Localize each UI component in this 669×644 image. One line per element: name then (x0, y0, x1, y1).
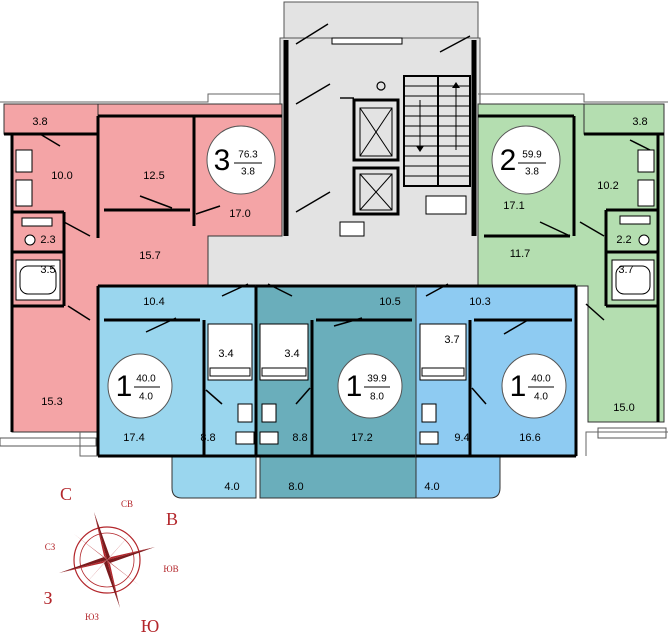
stove-icon (637, 149, 655, 173)
stove-icon (15, 149, 33, 173)
kitchen-sink-icon (15, 179, 33, 207)
apt1a-balcony: 4.0 (139, 392, 153, 403)
kitchen-sink-icon (419, 431, 439, 445)
apt1a-rooms: 1 (116, 370, 133, 403)
room-area: 8.0 (288, 481, 303, 493)
bathtub-icon (15, 259, 61, 301)
room-area: 3.8 (632, 116, 647, 128)
kitchen-sink-icon (637, 179, 655, 207)
apt1a-area: 40.0 (136, 374, 156, 385)
apartment-2-room[interactable]: 2 59.9 3.8 17.1 3.8 10.2 11.7 2.2 3.7 15… (477, 103, 667, 439)
compass-southwest: ЮЗ (85, 612, 99, 622)
room-area: 3.4 (284, 348, 299, 360)
room-area: 10.0 (51, 170, 72, 182)
compass-southeast: ЮВ (163, 564, 178, 574)
compass-rose: С Ю В З СВ СЗ ЮВ ЮЗ (43, 484, 178, 636)
compass-south: Ю (141, 616, 160, 636)
apartment-1-room-right[interactable]: 1 40.0 4.0 10.3 3.7 9.4 16.6 4.0 (415, 283, 578, 499)
room-area: 2.2 (616, 234, 631, 246)
room-area: 3.8 (32, 116, 47, 128)
toilet-icon (638, 234, 650, 246)
stove-icon (421, 403, 437, 423)
apt3-rooms: 3 (214, 144, 231, 177)
room-area: 3.7 (444, 334, 459, 346)
compass-northeast: СВ (121, 499, 133, 509)
bathroom-fixtures-icon (259, 323, 309, 381)
sink-icon (619, 215, 651, 225)
apt1c-rooms: 1 (510, 370, 527, 403)
room-area: 15.3 (41, 396, 62, 408)
room-area: 15.0 (613, 402, 634, 414)
room-area: 10.2 (597, 180, 618, 192)
compass-north: С (60, 484, 72, 504)
apt2-area: 59.9 (522, 150, 542, 161)
elevator-shaft-upper (352, 98, 400, 162)
room-area: 11.7 (510, 248, 531, 260)
room-area: 17.4 (123, 432, 144, 444)
room-area: 8.8 (200, 432, 215, 444)
hydrant-icon (376, 81, 386, 91)
room-area: 17.2 (351, 432, 372, 444)
room-area: 10.4 (143, 296, 164, 308)
kitchen-sink-icon (259, 431, 279, 445)
compass-west: З (43, 588, 52, 608)
elevator-shaft-lower (352, 166, 400, 216)
room-area: 17.1 (503, 200, 524, 212)
room-area: 12.5 (143, 170, 164, 182)
room-area: 15.7 (139, 250, 160, 262)
apt3-balcony: 3.8 (241, 167, 255, 178)
room-area: 8.8 (292, 432, 307, 444)
apartment-1-room-middle[interactable]: 1 39.9 8.0 3.4 10.5 8.8 17.2 8.0 (254, 283, 417, 499)
room-area: 2.3 (40, 234, 55, 246)
room-area: 4.0 (424, 481, 439, 493)
room-area: 3.4 (218, 348, 233, 360)
apt1c-balcony: 4.0 (534, 392, 548, 403)
apt2-balcony: 3.8 (525, 167, 539, 178)
apt2-rooms: 2 (500, 144, 517, 177)
toilet-icon (24, 234, 36, 246)
apt1b-rooms: 1 (346, 370, 363, 403)
apartment-3-room[interactable]: 3 76.3 3.8 3.8 10.0 12.5 17.0 2.3 3.5 15… (0, 103, 283, 447)
compass-east: В (166, 509, 178, 529)
apartment-1-room-left[interactable]: 1 40.0 4.0 10.4 3.4 17.4 8.8 4.0 (96, 283, 257, 499)
compass-northwest: СЗ (45, 542, 56, 552)
room-area: 3.7 (618, 264, 633, 276)
apt1b-balcony: 8.0 (370, 392, 384, 403)
room-area: 9.4 (454, 432, 469, 444)
apt1c-area: 40.0 (531, 374, 551, 385)
room-area: 16.6 (519, 432, 540, 444)
bathroom-fixtures-icon (207, 323, 253, 381)
room-area: 10.5 (379, 296, 400, 308)
bathroom-fixtures-icon (419, 323, 467, 381)
room-area: 4.0 (224, 481, 239, 493)
bathtub-icon (611, 259, 655, 301)
stove-icon (237, 403, 253, 423)
kitchen-sink-icon (235, 431, 255, 445)
core-area (208, 1, 481, 286)
apt1b-area: 39.9 (367, 374, 387, 385)
room-area: 10.3 (469, 296, 490, 308)
stove-icon (261, 403, 277, 423)
apt3-area: 76.3 (238, 150, 258, 161)
sink-icon (21, 217, 53, 227)
room-area: 3.5 (40, 264, 55, 276)
room-area: 17.0 (229, 208, 250, 220)
staircase (403, 75, 471, 187)
